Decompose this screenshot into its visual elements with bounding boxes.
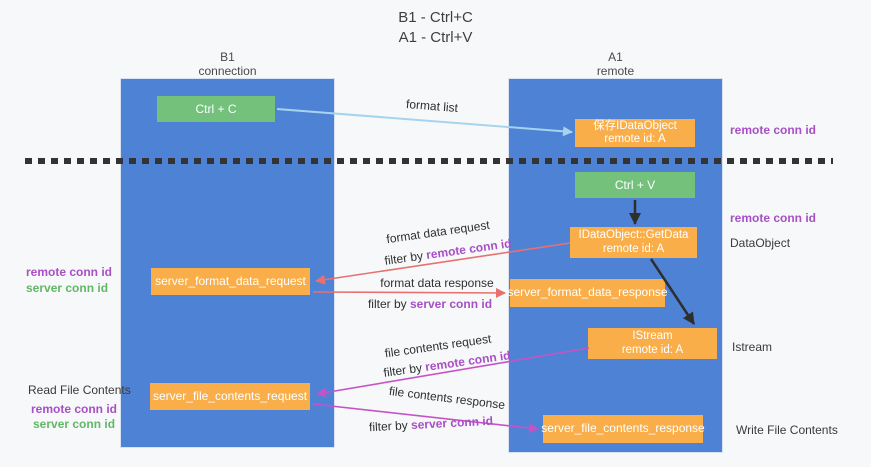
lifeline-a1-role: remote xyxy=(596,64,635,78)
annotation-istream: Istream xyxy=(732,340,773,354)
node-server-file-contents-response: server_file_contents_response xyxy=(541,415,705,443)
annotation-server-conn-id-top-left: server conn id xyxy=(26,281,109,295)
node-istream-line1: IStream xyxy=(632,330,673,342)
filter-prefix: filter by xyxy=(382,360,427,380)
filter-key-server-conn-id: server conn id xyxy=(410,413,494,433)
label-format-data-response-filter: filter by server conn id xyxy=(368,297,492,311)
filter-prefix: filter by xyxy=(368,418,412,435)
node-server-format-data-request: server_format_data_request xyxy=(151,268,310,295)
node-server-format-data-response-label: server_format_data_response xyxy=(507,285,668,300)
label-format-data-response: format data response xyxy=(380,276,493,290)
annotation-read-file-contents: Read File Contents xyxy=(28,383,131,397)
node-getdata-line1: IDataObject::GetData xyxy=(578,229,689,241)
filter-prefix: filter by xyxy=(367,297,410,311)
filter-key-server-conn-id: server conn id xyxy=(409,297,493,311)
node-server-file-contents-response-label: server_file_contents_response xyxy=(541,421,705,436)
filter-key-remote-conn-id: remote conn id xyxy=(425,236,513,262)
annotation-server-conn-id-bottom-left: server conn id xyxy=(33,417,116,431)
annotation-remote-conn-id-mid-right: remote conn id xyxy=(730,211,817,225)
annotation-dataobject: DataObject xyxy=(730,236,791,250)
label-format-data-response-text: format data response xyxy=(380,276,494,290)
node-server-format-data-request-label: server_format_data_request xyxy=(155,273,306,288)
node-save-dataobject: 保存IDataObject remote id: A xyxy=(575,119,695,147)
node-ctrl-c-label: Ctrl + C xyxy=(195,102,237,116)
lifeline-a1-name: A1 xyxy=(608,50,623,64)
node-server-file-contents-request-label: server_file_contents_request xyxy=(152,388,308,403)
annotation-write-file-contents: Write File Contents xyxy=(736,423,838,437)
annotation-remote-conn-id-bottom-left: remote conn id xyxy=(31,402,118,416)
node-istream-line2: remote id: A xyxy=(621,343,684,356)
lifeline-header-b1: B1 connection xyxy=(120,50,335,78)
title-line-1: B1 - Ctrl+C xyxy=(398,9,473,26)
clipboard-boundary-divider xyxy=(25,158,833,164)
node-ctrl-c: Ctrl + C xyxy=(157,96,275,122)
annotation-remote-conn-id-top-right: remote conn id xyxy=(730,123,817,137)
filter-prefix: filter by xyxy=(383,248,428,268)
label-file-contents-response: file contents response xyxy=(388,384,506,412)
node-getdata: IDataObject::GetData remote id: A xyxy=(570,227,697,258)
label-format-list-text: format list xyxy=(405,96,459,116)
label-file-contents-response-filter: filter by server conn id xyxy=(369,414,494,434)
arrow-format-data-response xyxy=(312,287,506,298)
label-file-contents-response-text: file contents response xyxy=(388,383,506,413)
node-ctrl-v-label: Ctrl + V xyxy=(614,178,656,192)
node-save-dataobject-line2: remote id: A xyxy=(604,133,666,145)
label-format-list: format list xyxy=(406,97,459,115)
annotation-remote-conn-id-top-left: remote conn id xyxy=(26,265,113,279)
title-line-2: A1 - Ctrl+V xyxy=(398,29,473,46)
node-getdata-line2: remote id: A xyxy=(602,242,665,255)
lifeline-b1-name: B1 xyxy=(220,50,235,64)
node-save-dataobject-line1: 保存IDataObject xyxy=(593,119,677,132)
node-istream: IStream remote id: A xyxy=(588,328,717,359)
lifeline-header-a1: A1 remote xyxy=(508,50,723,78)
node-server-file-contents-request: server_file_contents_request xyxy=(150,383,310,410)
lifeline-b1-role: connection xyxy=(198,64,257,78)
diagram-title: B1 - Ctrl+C A1 - Ctrl+V xyxy=(0,8,871,48)
node-ctrl-v: Ctrl + V xyxy=(575,172,695,198)
node-server-format-data-response: server_format_data_response xyxy=(507,279,668,307)
